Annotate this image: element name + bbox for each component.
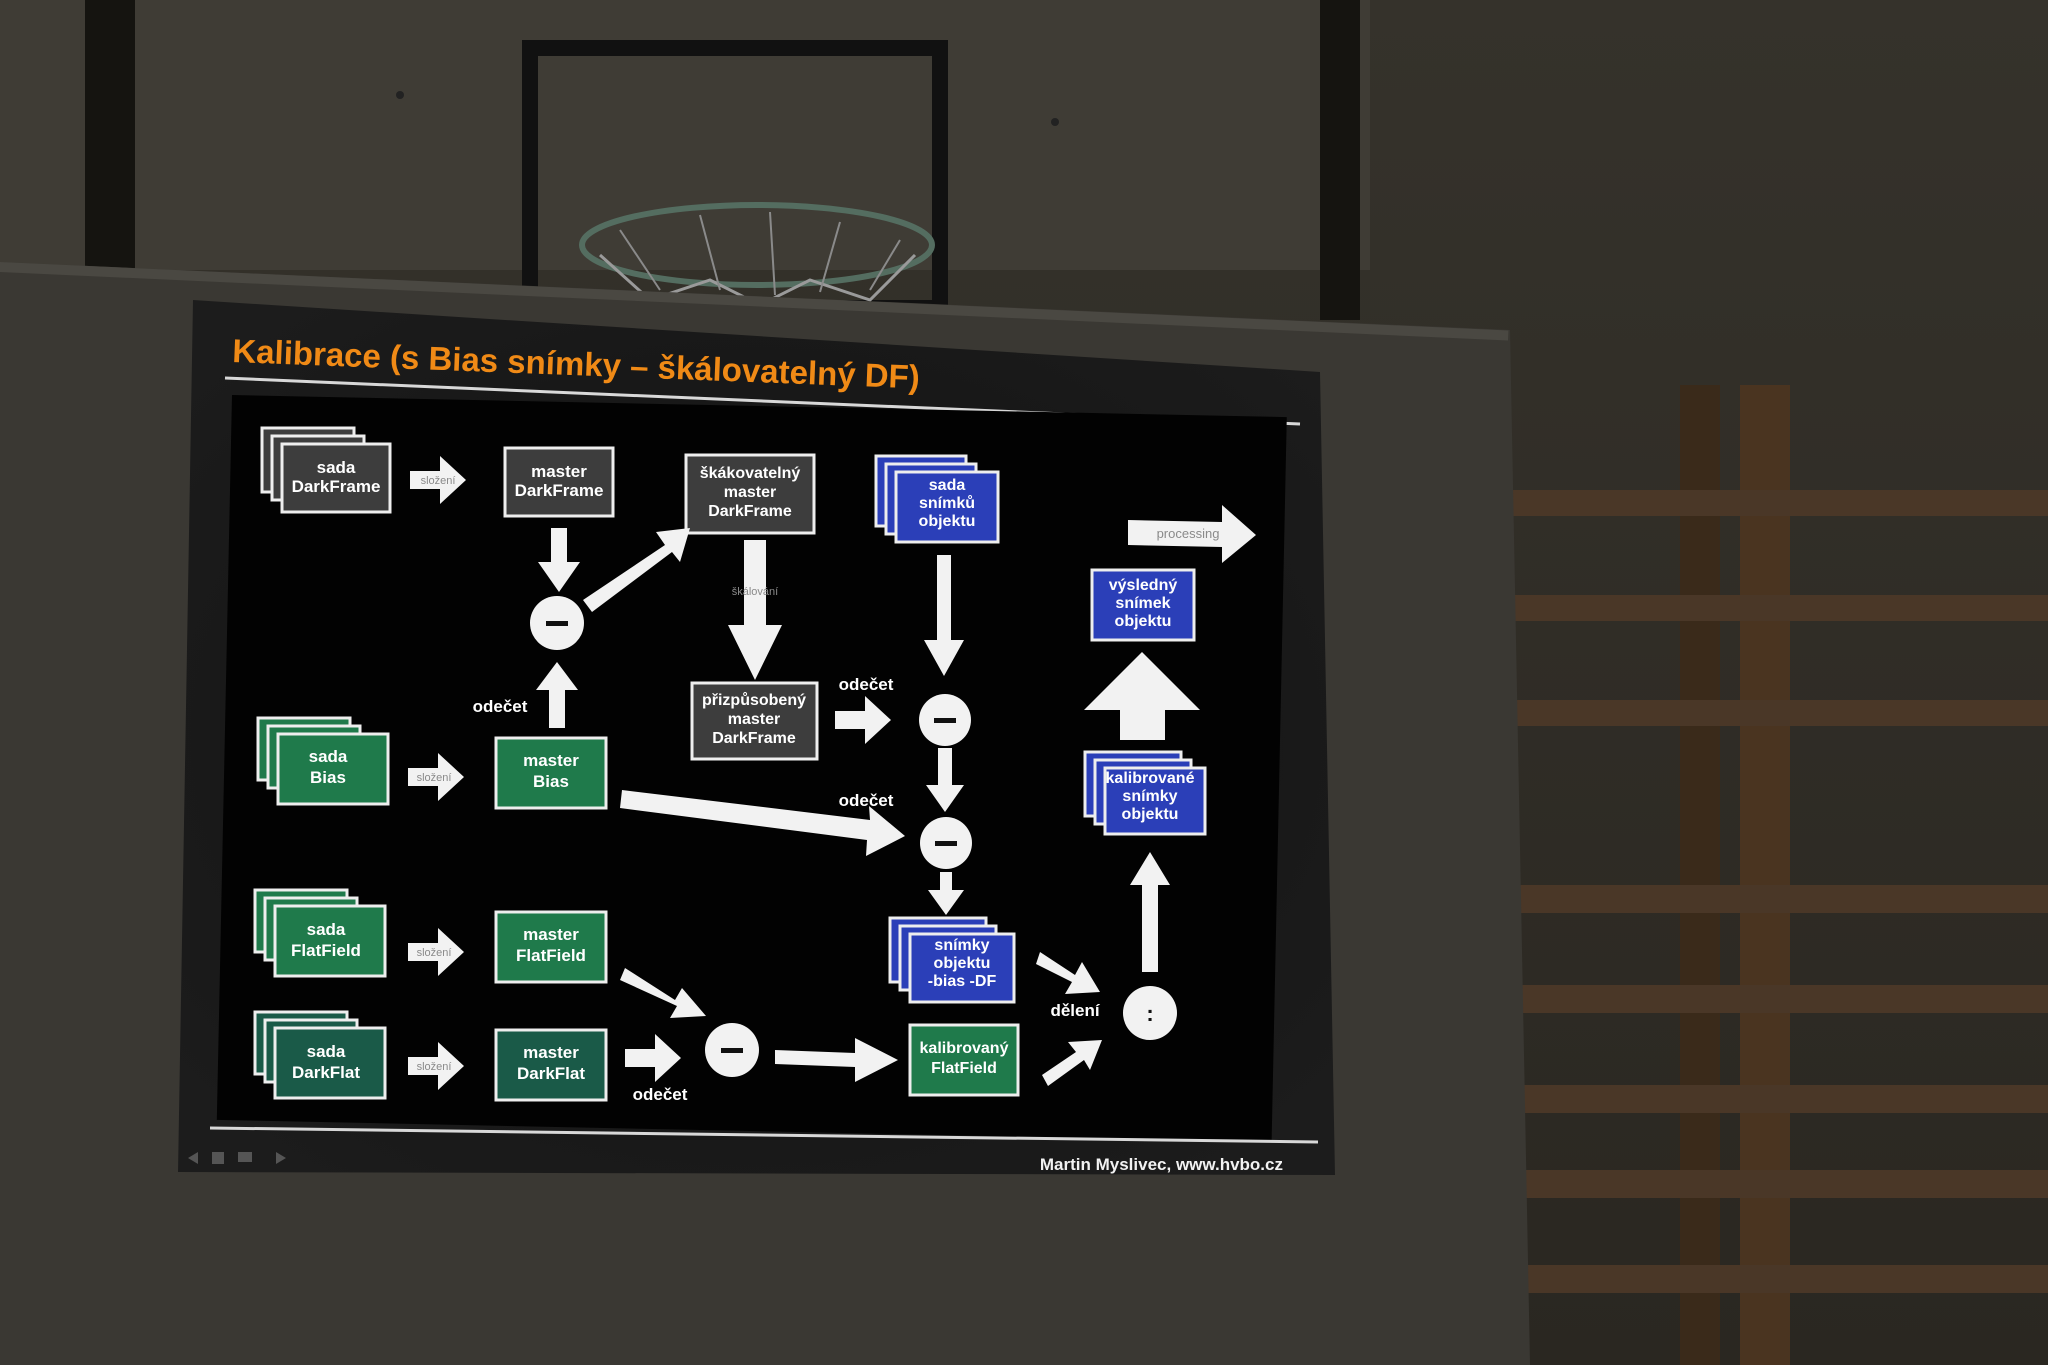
vysledny-line1: výsledný <box>1109 577 1178 594</box>
sada-darkframe-stack: sada DarkFrame <box>260 426 392 514</box>
sada-darkframe-line1: sada <box>317 458 356 477</box>
sada-flatfield-stack: sada FlatField <box>253 888 387 978</box>
arrow-to-kalibrovany-ff <box>775 1038 898 1082</box>
slozeni-label-3: složení <box>417 947 452 959</box>
prizpusobeny-line1: přizpůsobený <box>702 692 806 709</box>
slide-footer: Martin Myslivec, www.hvbo.cz <box>1040 1155 1283 1174</box>
sada-bias-stack: sada Bias <box>256 716 390 806</box>
master-darkframe-box: master DarkFrame <box>503 446 615 518</box>
divide-operator: : <box>1123 986 1177 1040</box>
kalibrovany-flatfield-box: kalibrovaný FlatField <box>908 1023 1020 1097</box>
master-bias-box: master Bias <box>494 736 608 810</box>
odecet-label-2: odečet <box>839 675 894 694</box>
kalibrovany-ff-line1: kalibrovaný <box>920 1040 1009 1057</box>
skalovatelny-line2: master <box>724 484 776 501</box>
master-flatfield-line2: FlatField <box>516 946 586 965</box>
basketball-backboard <box>0 0 1370 320</box>
arrow-processing-out <box>1128 505 1256 563</box>
skalovatelny-darkframe-box: škákovatelný master DarkFrame <box>684 453 816 535</box>
arrow-ff-to-divide <box>1042 1040 1102 1086</box>
arrow-down-minus-3 <box>928 872 964 915</box>
sada-bias-line2: Bias <box>310 768 346 787</box>
minus-operator-1 <box>530 596 584 650</box>
skalovatelny-line1: škákovatelný <box>700 465 801 482</box>
sada-snimku-line1: sada <box>929 477 966 494</box>
master-darkflat-line2: DarkFlat <box>517 1064 585 1083</box>
minus-operator-3 <box>920 817 972 869</box>
arrow-up-processing <box>1084 652 1200 740</box>
arrow-up-master-bias <box>536 662 578 728</box>
calibration-diagram: sada DarkFrame master DarkFrame škákovat… <box>216 394 1287 1142</box>
sada-darkflat-line1: sada <box>307 1042 346 1061</box>
snimky-objektu-line3: -bias -DF <box>928 973 997 990</box>
kalibrovane-snimky-stack: kalibrované snímky objektu <box>1083 750 1207 836</box>
arrow-down-minus-2 <box>926 748 964 812</box>
kalibrovany-ff-line2: FlatField <box>931 1060 997 1077</box>
minus-operator-2 <box>919 694 971 746</box>
slozeni-label-2: složení <box>417 772 452 784</box>
odecet-label-1: odečet <box>473 697 528 716</box>
vysledny-snimek-box: výsledný snímek objektu <box>1090 568 1196 642</box>
master-flatfield-box: master FlatField <box>494 910 608 984</box>
sada-snimku-line2: snímků <box>919 495 975 512</box>
prizpusobeny-line2: master <box>728 711 780 728</box>
master-darkframe-line1: master <box>531 462 587 481</box>
sada-darkflat-line2: DarkFlat <box>292 1063 360 1082</box>
arrow-flatfield-to-minus-4 <box>620 968 706 1018</box>
deleni-label: dělení <box>1050 1001 1100 1020</box>
arrow-down-master-df <box>538 528 580 592</box>
arrow-down-skalovatelny <box>728 540 782 680</box>
odecet-label-3: odečet <box>839 791 894 810</box>
skalovatelny-line3: DarkFrame <box>708 503 792 520</box>
divide-symbol: : <box>1146 1001 1153 1026</box>
processing-label: processing <box>1157 526 1220 541</box>
snimky-objektu-line1: snímky <box>934 937 989 954</box>
arrow-bias-to-minus-3 <box>620 790 905 856</box>
minus-operator-4 <box>705 1023 759 1077</box>
sada-darkframe-line2: DarkFrame <box>292 477 381 496</box>
snimky-objektu-stack: snímky objektu -bias -DF <box>888 916 1016 1004</box>
master-darkframe-line2: DarkFrame <box>515 481 604 500</box>
wall-bars <box>1500 385 2048 1365</box>
arrow-to-skalovatelny <box>583 528 690 612</box>
prizpusobeny-line3: DarkFrame <box>712 730 796 747</box>
snimky-objektu-line2: objektu <box>934 955 991 972</box>
arrow-down-sada-snimku <box>924 555 964 676</box>
footer-rule <box>209 1126 1319 1144</box>
master-bias-line1: master <box>523 751 579 770</box>
kalibrovane-line2: snímky <box>1122 788 1177 805</box>
master-bias-line2: Bias <box>533 772 569 791</box>
sada-flatfield-line1: sada <box>307 920 346 939</box>
slozeni-label-1: složení <box>421 475 456 487</box>
prizpusobeny-darkframe-box: přizpůsobený master DarkFrame <box>690 681 819 761</box>
arrow-up-divide <box>1130 852 1170 972</box>
skalovani-label: škálování <box>732 586 778 598</box>
slozeni-label-4: složení <box>417 1061 452 1073</box>
master-darkflat-line1: master <box>523 1043 579 1062</box>
sada-snimku-line3: objektu <box>919 513 976 530</box>
kalibrovane-line1: kalibrované <box>1106 770 1195 787</box>
sada-darkflat-stack: sada DarkFlat <box>253 1010 387 1100</box>
vysledny-line2: snímek <box>1115 595 1170 612</box>
sada-bias-line1: sada <box>309 747 348 766</box>
sada-flatfield-line2: FlatField <box>291 941 361 960</box>
vysledny-line3: objektu <box>1115 613 1172 630</box>
sada-snimku-stack: sada snímků objektu <box>874 454 1000 544</box>
odecet-label-4: odečet <box>633 1085 688 1104</box>
arrow-snimky-to-divide <box>1036 952 1100 994</box>
master-flatfield-line1: master <box>523 925 579 944</box>
master-darkflat-box: master DarkFlat <box>494 1028 608 1102</box>
kalibrovane-line3: objektu <box>1122 806 1179 823</box>
slide-nav-controls <box>188 1152 286 1164</box>
